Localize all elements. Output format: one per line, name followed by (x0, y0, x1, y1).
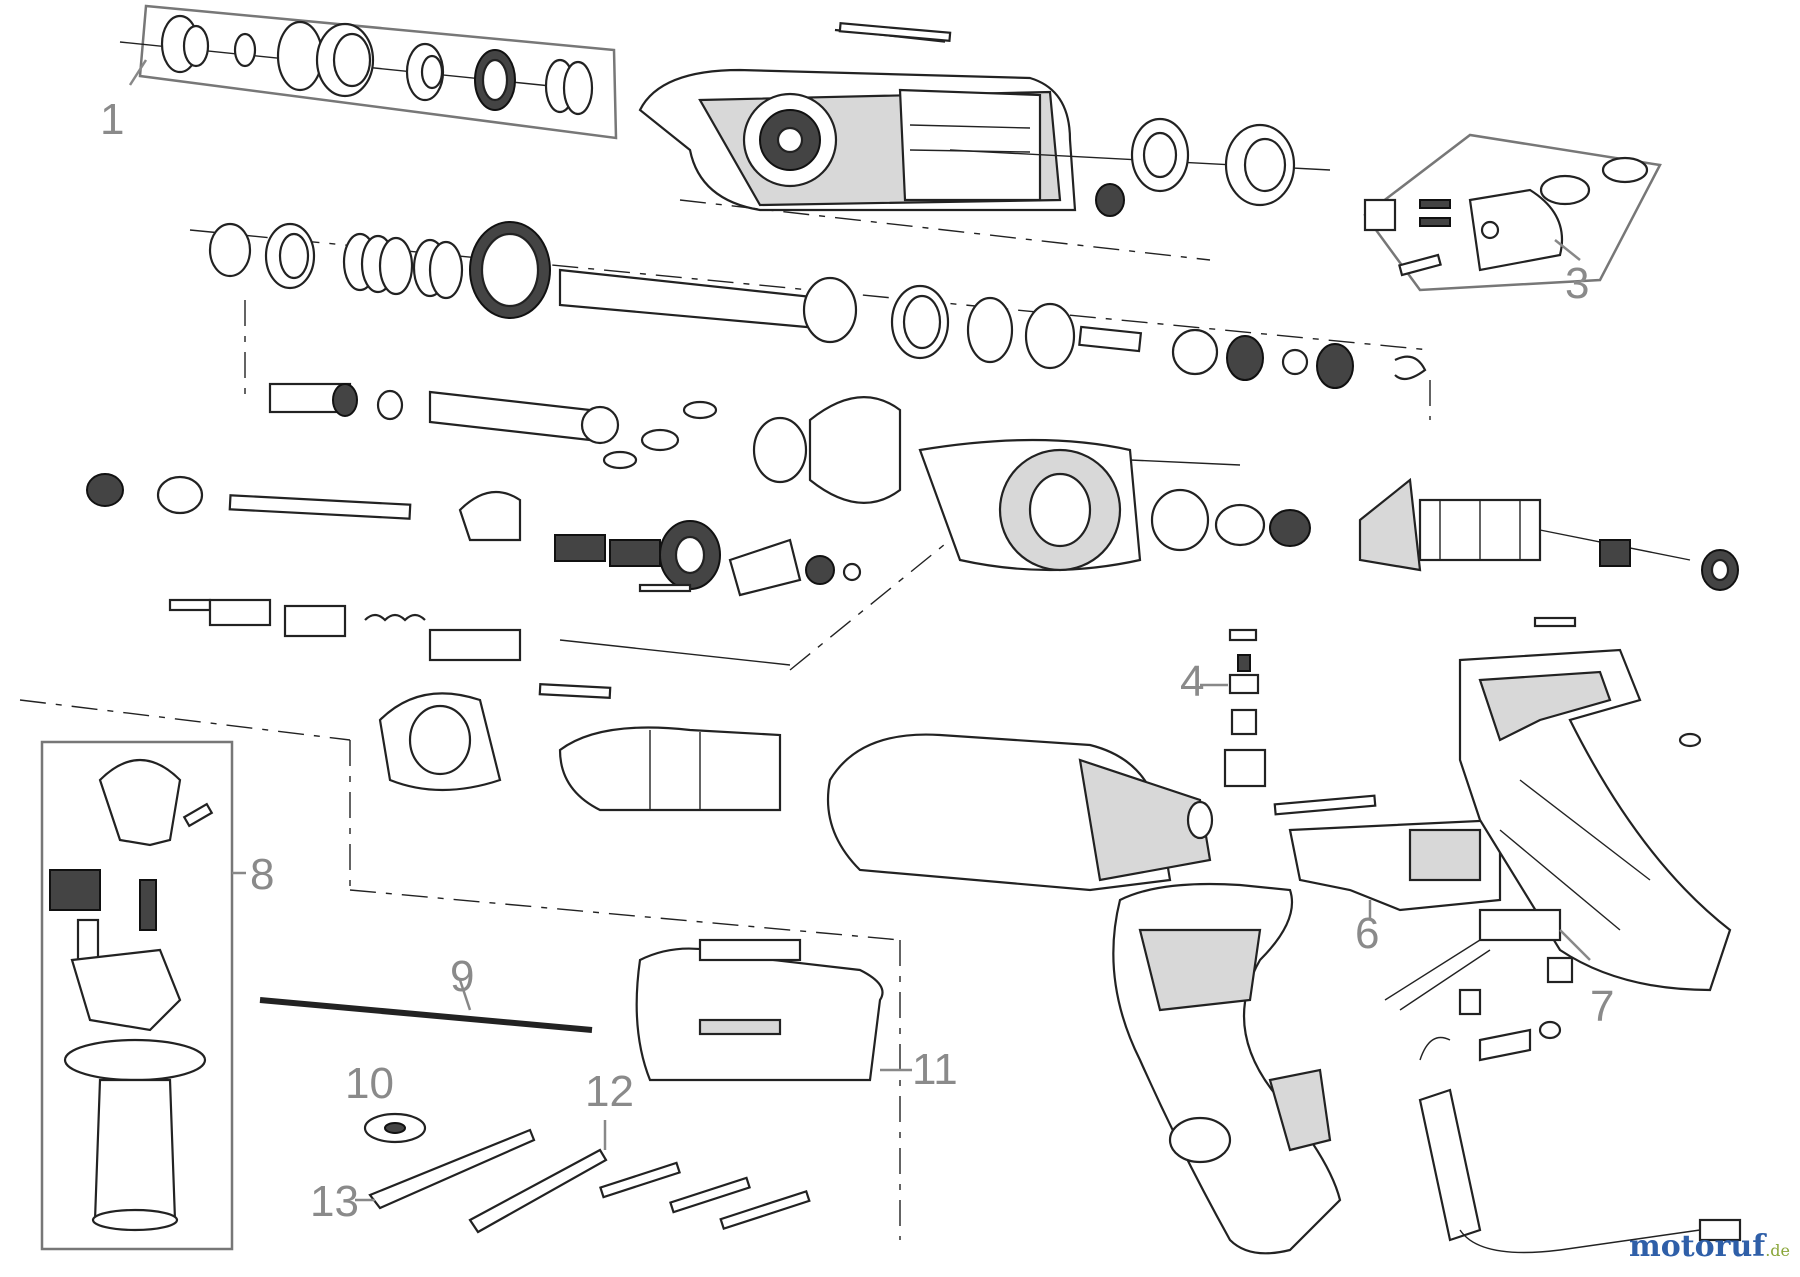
callout-4: 4 (1180, 657, 1205, 706)
main-grip-housing (1112, 882, 1342, 1255)
power-cord (1418, 1020, 1742, 1254)
motor-housing (918, 438, 1739, 591)
callout-12: 12 (585, 1067, 634, 1116)
watermark-suffix: .de (1765, 1241, 1790, 1260)
callout-3: 3 (1565, 259, 1590, 308)
watermark-brand: motoruf (1629, 1229, 1766, 1264)
callout-7: 7 (1590, 982, 1615, 1031)
callout-1: 1 (100, 95, 125, 144)
part-group-6 (1273, 794, 1502, 920)
handle-housing-right (1458, 616, 1732, 992)
gear-parts-row (86, 473, 951, 671)
part-10-washer (363, 1112, 427, 1144)
part-group-4 (1200, 628, 1267, 788)
part-11-carry-case (635, 938, 912, 1082)
part-9-depth-rod (259, 979, 593, 1033)
part-group-3 (1363, 133, 1662, 292)
part-group-8 (40, 740, 246, 1251)
spindle-row (189, 221, 1431, 420)
part-12-13-bits (355, 1120, 811, 1234)
callout-10: 10 (345, 1059, 394, 1108)
part-group-7 (1384, 908, 1591, 1016)
motoruf-watermark: motoruf.de (1629, 1229, 1790, 1264)
callout-9: 9 (450, 952, 475, 1001)
callout-6: 6 (1355, 909, 1380, 958)
part-group-1 (119, 4, 618, 140)
piston-row (268, 382, 902, 504)
gear-housing (638, 22, 1331, 261)
lever-parts-row (168, 598, 791, 666)
callout-8: 8 (250, 850, 275, 899)
stator-row (19, 683, 1214, 1240)
callout-13: 13 (310, 1177, 359, 1226)
callout-11: 11 (912, 1045, 958, 1094)
